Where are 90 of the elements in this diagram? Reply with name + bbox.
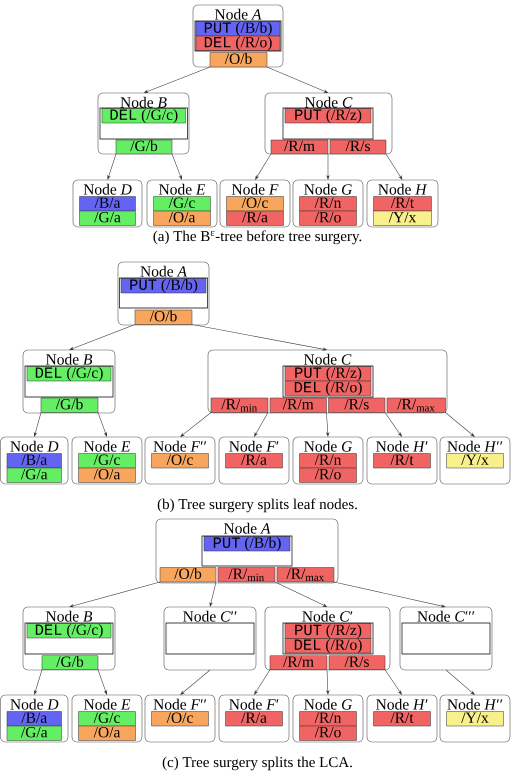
key-box: /R/o	[299, 468, 357, 483]
key-box: /G/a	[79, 210, 136, 226]
buffer-box	[282, 108, 374, 140]
message-box: DEL (/G/c)	[26, 366, 112, 382]
key-box: /R/$_{max}$	[276, 567, 334, 582]
arrow	[274, 582, 328, 607]
buffer-box	[24, 366, 114, 398]
arrow	[180, 670, 210, 695]
arrow	[384, 669, 402, 695]
key-box: /O/c	[151, 711, 209, 726]
key-box: /O/b	[134, 310, 192, 325]
arrow	[69, 324, 136, 350]
key-box: /G/a	[6, 468, 62, 483]
arrow	[255, 154, 272, 180]
key-box: /R/a	[225, 711, 283, 726]
message-box: PUT (/R/z)	[284, 366, 372, 382]
key-box: /R/m	[270, 656, 328, 670]
message-box: PUT (/B/b)	[196, 21, 280, 36]
buffer-box	[282, 622, 374, 654]
arrow	[386, 154, 402, 180]
key-box: /R/a	[225, 453, 283, 468]
caption: (b) Tree surgery splits leaf nodes.	[158, 498, 357, 512]
message-box: DEL (/G/c)	[26, 623, 112, 638]
message-box: DEL (/G/c)	[102, 108, 186, 124]
arrow	[172, 154, 182, 180]
key-box: /O/a	[153, 210, 211, 226]
arrow	[266, 66, 328, 93]
arrow	[107, 154, 116, 180]
key-box: /R/s	[328, 398, 386, 413]
buffer-box	[202, 536, 292, 566]
key-box: /Y/x	[373, 210, 432, 226]
arrow	[144, 66, 210, 93]
key-box: /R/n	[299, 453, 357, 468]
arrow	[180, 412, 212, 437]
key-box: /O/b	[160, 567, 216, 582]
key-box: /O/b	[210, 52, 268, 68]
arrow	[445, 412, 475, 437]
key-box: /O/c	[151, 453, 209, 468]
key-box: /B/a	[6, 453, 62, 468]
message-box: PUT (/R/z)	[284, 108, 372, 124]
key-box: /R/a	[226, 210, 284, 226]
key-box: /G/c	[78, 453, 136, 468]
key-box: /R/t	[373, 453, 431, 468]
key-box: /R/t	[373, 196, 432, 212]
arrow	[446, 670, 475, 695]
message-box: PUT (/B/b)	[120, 278, 206, 294]
key-box: /R/s	[330, 140, 386, 154]
arrow	[254, 412, 268, 437]
key-box: /G/b	[42, 656, 98, 670]
key-box: /G/b	[40, 398, 98, 413]
arrow	[254, 669, 270, 695]
buffer-box	[402, 622, 490, 654]
key-box: /G/c	[78, 711, 136, 726]
key-box: /R/$_{max}$	[386, 398, 446, 413]
message-box: DEL (/R/o)	[284, 638, 372, 654]
key-box: /R/s	[328, 656, 386, 670]
key-box: /R/o	[299, 726, 357, 741]
key-box: /R/n	[299, 196, 357, 212]
key-box: /B/a	[79, 196, 136, 212]
key-box: /G/c	[153, 196, 211, 212]
buffer-box	[100, 108, 188, 140]
key-box: /R/o	[299, 210, 357, 226]
buffer-box	[119, 278, 208, 308]
message-box: PUT (/B/b)	[204, 536, 290, 552]
key-box: /G/a	[6, 726, 62, 741]
arrow	[98, 412, 107, 437]
key-box: /R/t	[373, 711, 431, 726]
buffer-box	[24, 622, 114, 654]
key-box: /Y/x	[446, 711, 504, 726]
message-box: PUT (/R/z)	[284, 623, 372, 639]
message-box: DEL (/R/o)	[196, 36, 280, 51]
key-box: /R/m	[270, 398, 327, 413]
key-box: /O/a	[78, 726, 136, 741]
message-box: DEL (/R/o)	[284, 380, 372, 396]
key-box: /R/n	[299, 711, 357, 726]
caption: (c) Tree surgery splits the LCA.	[162, 756, 352, 770]
key-box: /R/m	[270, 140, 328, 154]
key-box: /G/b	[116, 140, 172, 154]
node-box: Node C′′′	[400, 606, 492, 670]
key-box: /R/$_{min}$	[210, 398, 268, 413]
node-box: Node C′′	[164, 606, 256, 670]
caption: (a) The B$^{ε}$-tree before tree surgery.	[153, 230, 362, 244]
buffer-box	[282, 366, 374, 398]
buffer-box	[166, 622, 254, 654]
key-box: /Y/x	[446, 453, 504, 468]
key-box: /R/$_{min}$	[218, 567, 276, 582]
key-box: /O/c	[226, 196, 284, 212]
key-box: /O/a	[78, 468, 136, 483]
arrow	[384, 412, 402, 437]
key-box: /B/a	[6, 711, 62, 726]
